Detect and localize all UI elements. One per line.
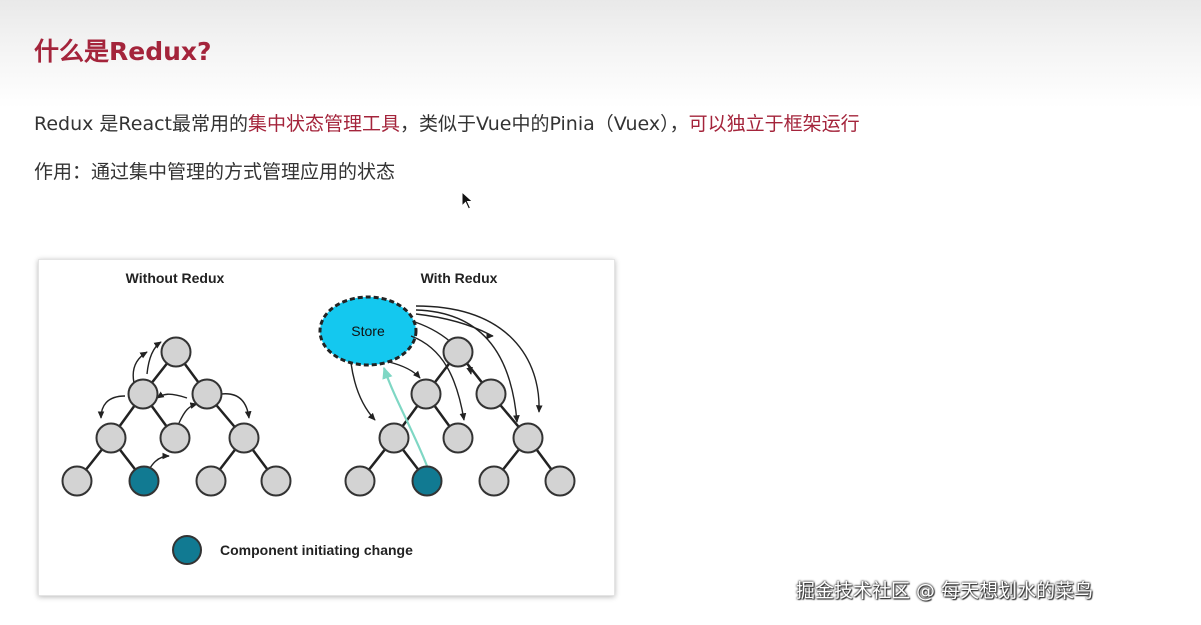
legend-label: Component initiating change — [220, 542, 413, 558]
legend-initiator-swatch — [172, 535, 202, 565]
watermark: 掘金技术社区 @ 每天想划水的菜鸟 — [796, 580, 1094, 602]
without-redux-title: Without Redux — [126, 270, 225, 286]
right-node-l2-a — [378, 422, 410, 454]
left-node-leaf-a — [61, 465, 93, 497]
without-redux-tree-edges — [76, 351, 278, 482]
definition-text-1: Redux 是React最常用的 — [34, 113, 249, 135]
right-node-initiator — [411, 465, 443, 497]
with-redux-tree-nodes — [344, 336, 576, 497]
left-node-l1-a — [127, 378, 159, 410]
left-node-leaf-d — [260, 465, 292, 497]
store: Store — [318, 295, 418, 367]
with-redux-title: With Redux — [421, 270, 498, 286]
mouse-cursor-icon — [461, 190, 475, 215]
definition-line: Redux 是React最常用的集中状态管理工具，类似于Vue中的Pinia（V… — [34, 110, 860, 138]
left-node-l1-b — [191, 378, 223, 410]
definition-highlight-1: 集中状态管理工具 — [248, 113, 401, 135]
right-node-leaf-c — [478, 465, 510, 497]
slide-title: 什么是Redux? — [34, 37, 212, 66]
right-node-leaf-a — [344, 465, 376, 497]
definition-text-2: ，类似于Vue中的Pinia（Vuex）， — [400, 113, 689, 135]
left-node-initiator — [128, 465, 160, 497]
redux-diagram: Without Redux With Redux — [38, 259, 615, 596]
purpose-line: 作用：通过集中管理的方式管理应用的状态 — [34, 161, 396, 183]
right-node-leaf-d — [544, 465, 576, 497]
left-node-leaf-c — [195, 465, 227, 497]
right-node-l1-a — [410, 378, 442, 410]
with-redux-tree-edges — [359, 351, 562, 482]
right-node-l2-b — [442, 422, 474, 454]
store-label: Store — [351, 323, 385, 339]
left-node-root — [160, 336, 192, 368]
without-redux-tree-nodes — [61, 336, 292, 497]
without-redux-arrows — [97, 341, 252, 483]
definition-highlight-2: 可以独立于框架运行 — [688, 113, 860, 135]
with-redux-store-arrows — [350, 305, 543, 423]
left-node-l2-b — [159, 422, 191, 454]
initiator-to-store-arrow — [382, 366, 429, 467]
right-node-l2-c — [512, 422, 544, 454]
right-node-root — [442, 336, 474, 368]
left-node-l2-c — [228, 422, 260, 454]
header-band — [0, 0, 1201, 108]
legend: Component initiating change — [172, 535, 413, 565]
left-node-l2-a — [95, 422, 127, 454]
store-shape — [318, 295, 418, 367]
right-node-l1-b — [475, 378, 507, 410]
